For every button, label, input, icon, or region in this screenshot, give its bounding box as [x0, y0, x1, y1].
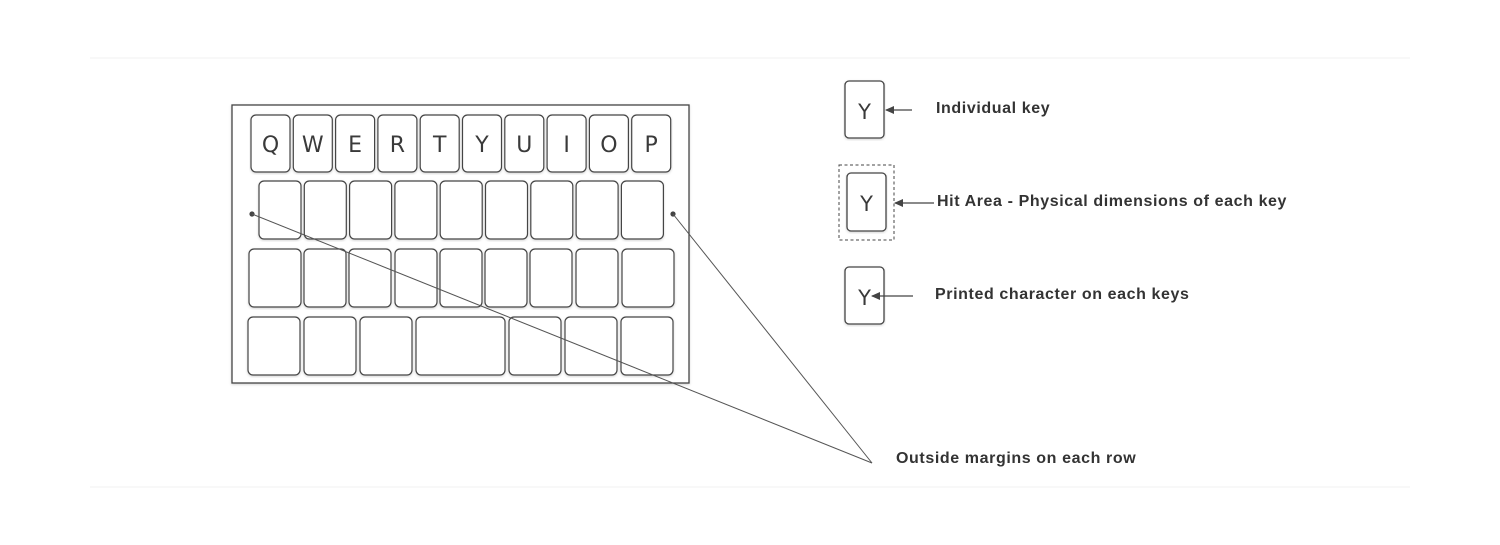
- keycap-blank: [349, 180, 393, 240]
- hit-area-label: Hit Area - Physical dimensions of each k…: [937, 193, 1288, 210]
- legend-individual-key: [844, 80, 885, 139]
- keycap-t: [419, 114, 460, 173]
- keycap-blank: [575, 180, 619, 240]
- keycap-blank: [564, 316, 618, 376]
- keyboard-row-4: [247, 316, 674, 376]
- keycap-blank: [484, 180, 529, 240]
- legend-hit-area-key: [846, 172, 887, 232]
- keycap-blank: [439, 248, 483, 308]
- keycap-q: [250, 114, 291, 173]
- keycap-char-r: R: [390, 133, 405, 158]
- legend-hit-area-key-char: Y: [859, 192, 873, 216]
- keyboard-row-3: [248, 248, 675, 308]
- keycap-blank: [529, 248, 573, 308]
- keycap-blank: [394, 180, 438, 240]
- keycap-blank: [439, 180, 483, 240]
- keycap-blank: [359, 316, 413, 376]
- individual-key-label: Individual key: [936, 100, 1051, 117]
- legend-printed-character-key-char: Y: [857, 286, 871, 310]
- keycap-blank: [303, 248, 347, 308]
- keycap-blank: [621, 248, 675, 308]
- keycap-o: [588, 114, 630, 173]
- keycap-char-p: P: [645, 133, 658, 158]
- keycap-blank: [248, 248, 302, 308]
- keycap-blank: [303, 180, 347, 240]
- keycap-y: [461, 114, 503, 173]
- legend-individual-key-char: Y: [857, 100, 871, 124]
- keycap-char-i: I: [563, 133, 570, 158]
- keyboard-row-2: [258, 180, 665, 240]
- keycap-i: [546, 114, 587, 173]
- keycap-blank: [247, 316, 301, 376]
- keycap-spacebar: [415, 316, 506, 376]
- keycap-w: [292, 114, 333, 173]
- keycap-char-e: E: [348, 133, 362, 158]
- keycap-blank: [394, 248, 438, 308]
- printed-character-label: Printed character on each keys: [935, 286, 1190, 303]
- keycap-blank: [484, 248, 528, 308]
- keycap-blank: [508, 316, 562, 376]
- keycap-p: [631, 114, 672, 173]
- keycap-blank: [258, 180, 302, 240]
- keycap-blank: [530, 180, 574, 240]
- keycap-blank: [620, 316, 674, 376]
- keycap-e: [335, 114, 376, 173]
- keycap-r: [377, 114, 418, 173]
- keycap-char-t: T: [432, 133, 447, 158]
- right-margin-callout-line: [672, 213, 873, 464]
- keycap-char-u: U: [516, 133, 532, 158]
- keycap-blank: [620, 180, 665, 240]
- outside-margins-label: Outside margins on each row: [896, 450, 1137, 467]
- keycap-char-w: W: [302, 133, 324, 158]
- legend-hit-area-dashed-box: [838, 164, 895, 241]
- keycap-blank: [575, 248, 619, 308]
- left-margin-callout-line: [251, 213, 873, 464]
- keycap-char-y: Y: [474, 133, 489, 158]
- keycap-u: [504, 114, 545, 173]
- keycap-blank: [348, 248, 392, 308]
- keycap-char-q: Q: [262, 133, 279, 158]
- keycap-blank: [303, 316, 357, 376]
- keycap-char-o: O: [600, 133, 617, 158]
